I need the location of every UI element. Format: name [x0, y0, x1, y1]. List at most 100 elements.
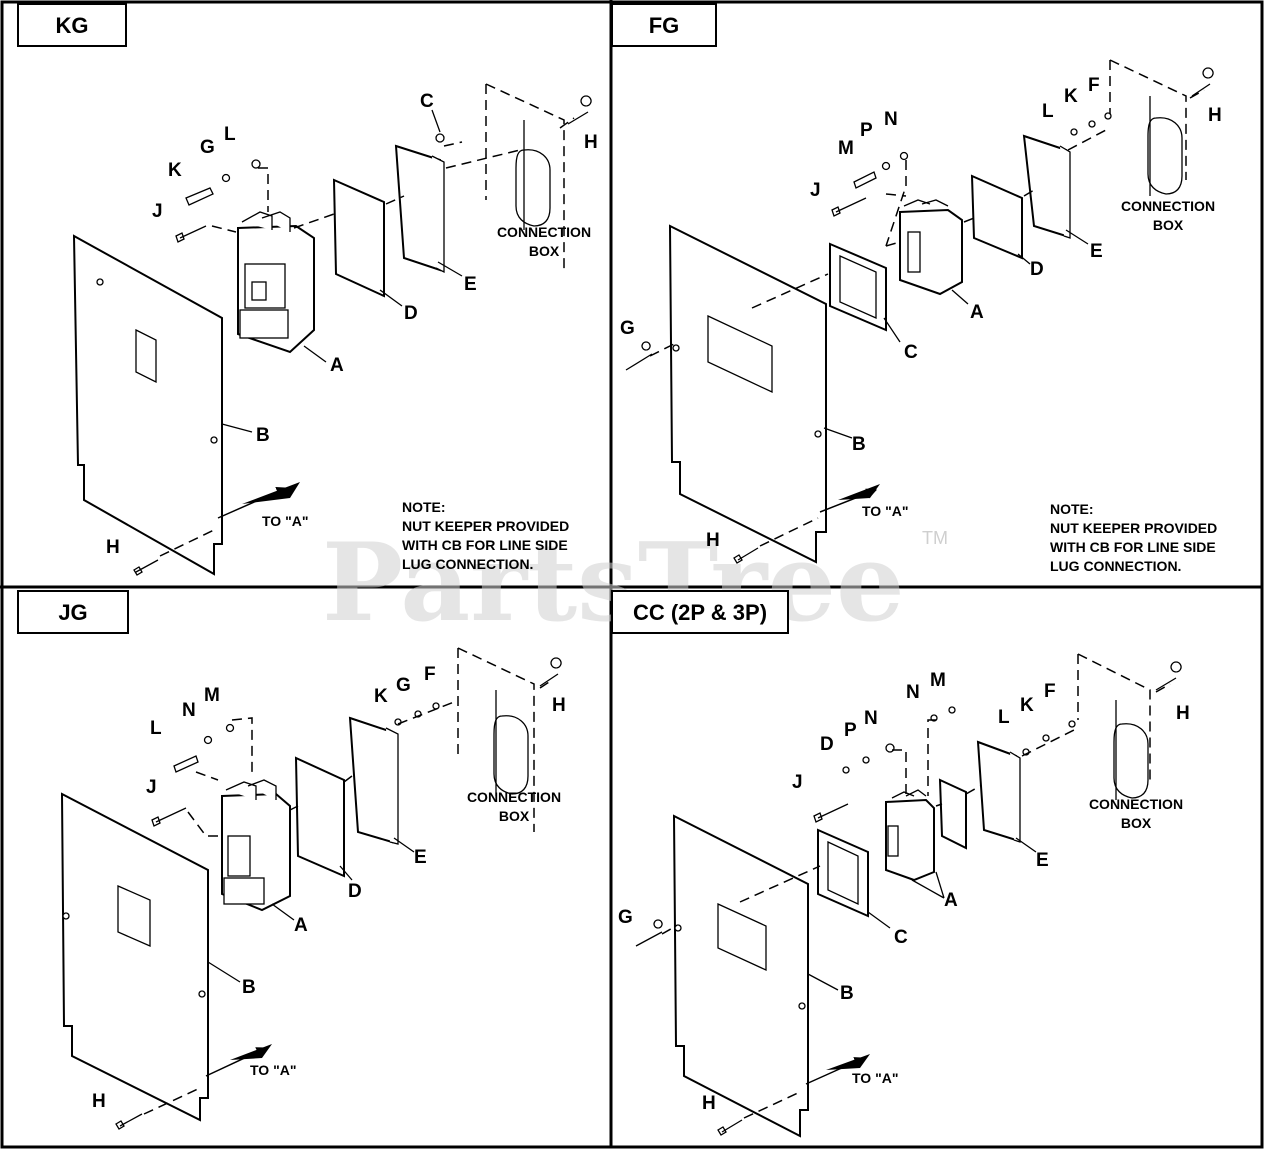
panel-title-jg: JG [58, 600, 87, 625]
label-h-bottom: H [92, 1091, 106, 1112]
insulator-plate-d [294, 756, 345, 878]
screw-j [831, 197, 867, 217]
label-l: L [224, 124, 236, 145]
panel-jg: JG M N [17, 590, 566, 1130]
label-h-top: H [1208, 105, 1222, 126]
label-k: K [1020, 695, 1034, 716]
label-l: L [998, 707, 1010, 728]
nut-l [173, 755, 199, 773]
connection-box-label-1: CONNECTION [1121, 198, 1215, 214]
connection-box [457, 647, 535, 832]
label-n: N [864, 708, 878, 729]
label-l: L [150, 718, 162, 739]
label-b: B [840, 983, 854, 1004]
panel-fg: FG [611, 3, 1222, 574]
label-n: N [182, 700, 196, 721]
label-h-bottom: H [706, 530, 720, 551]
label-j: J [810, 180, 821, 201]
label-a: A [330, 355, 344, 376]
connection-box-label-2: BOX [1121, 815, 1152, 831]
cover-plate-b [60, 792, 209, 1122]
washer-f [1068, 720, 1076, 728]
trademark: TM [922, 528, 948, 548]
connection-box-label-1: CONNECTION [1089, 796, 1183, 812]
label-a: A [944, 890, 958, 911]
washer-k [1088, 120, 1096, 128]
label-k: K [168, 160, 182, 181]
label-j: J [792, 772, 803, 793]
washer-n [203, 735, 213, 745]
to-a-label: TO "A" [862, 503, 908, 519]
note-line-2: NUT KEEPER PROVIDED [1050, 520, 1217, 536]
label-g: G [396, 675, 411, 696]
label-n: N [884, 109, 898, 130]
connection-box [485, 83, 565, 270]
panel-title-fg: FG [649, 13, 680, 38]
note-line-3: WITH CB FOR LINE SIDE [1050, 539, 1216, 555]
washer-f [432, 702, 440, 710]
connection-box-label-2: BOX [1153, 217, 1184, 233]
nut-k [185, 187, 214, 206]
screw-c [435, 133, 445, 143]
label-d: D [348, 881, 362, 902]
label-g: G [620, 318, 635, 339]
label-h-top: H [584, 132, 598, 153]
label-m: M [838, 138, 854, 159]
circuit-breaker-a [885, 798, 935, 882]
label-l: L [1042, 101, 1054, 122]
insulator-plate-d [332, 178, 385, 298]
note-line-4: LUG CONNECTION. [402, 556, 533, 572]
label-p: P [860, 120, 873, 141]
note-line-1: NOTE: [402, 499, 446, 515]
screw-h-top [567, 95, 592, 125]
note-line-4: LUG CONNECTION. [1050, 558, 1181, 574]
label-d: D [820, 734, 834, 755]
screw-g [625, 341, 653, 371]
screw-h-bottom [717, 1119, 743, 1136]
cover-plate-b [668, 224, 827, 564]
screw-h-top [1155, 661, 1182, 691]
label-h-bottom: H [106, 537, 120, 558]
washer-f [1104, 112, 1112, 120]
washer-k [1042, 734, 1050, 742]
panel-kg: KG C H [17, 3, 598, 576]
label-e: E [464, 274, 477, 295]
washer-p [862, 756, 870, 764]
label-g: G [618, 907, 633, 928]
label-k: K [374, 686, 388, 707]
label-k: K [1064, 86, 1078, 107]
label-h-top: H [552, 695, 566, 716]
washer-p [881, 161, 891, 171]
label-c: C [894, 927, 908, 948]
note-line-1: NOTE: [1050, 501, 1094, 517]
screw-j [813, 803, 849, 823]
label-d: D [404, 303, 418, 324]
washer-n [899, 151, 909, 161]
mounting-bracket-e [348, 716, 393, 844]
note-line-3: WITH CB FOR LINE SIDE [402, 537, 568, 553]
cover-plate-b [72, 234, 223, 576]
connection-box-label-1: CONNECTION [497, 224, 591, 240]
connection-box [1077, 653, 1151, 784]
note-line-2: NUT KEEPER PROVIDED [402, 518, 569, 534]
label-e: E [414, 847, 427, 868]
label-e: E [1036, 850, 1049, 871]
washer-n [885, 743, 895, 753]
connection-box-label-1: CONNECTION [467, 789, 561, 805]
label-p: P [844, 720, 857, 741]
label-m: M [204, 685, 220, 706]
label-d: D [1030, 259, 1044, 280]
screw-h-bottom [115, 1113, 143, 1130]
insulator-plate-d [970, 174, 1023, 260]
screw-g [635, 919, 663, 947]
to-a-label: TO "A" [250, 1062, 296, 1078]
label-a: A [294, 915, 308, 936]
label-h-top: H [1176, 703, 1190, 724]
to-a-label: TO "A" [262, 513, 308, 529]
screw-h-top [1191, 67, 1214, 97]
label-a: A [970, 302, 984, 323]
washer-g [221, 173, 231, 183]
to-a-label: TO "A" [852, 1070, 898, 1086]
label-j: J [152, 201, 163, 222]
